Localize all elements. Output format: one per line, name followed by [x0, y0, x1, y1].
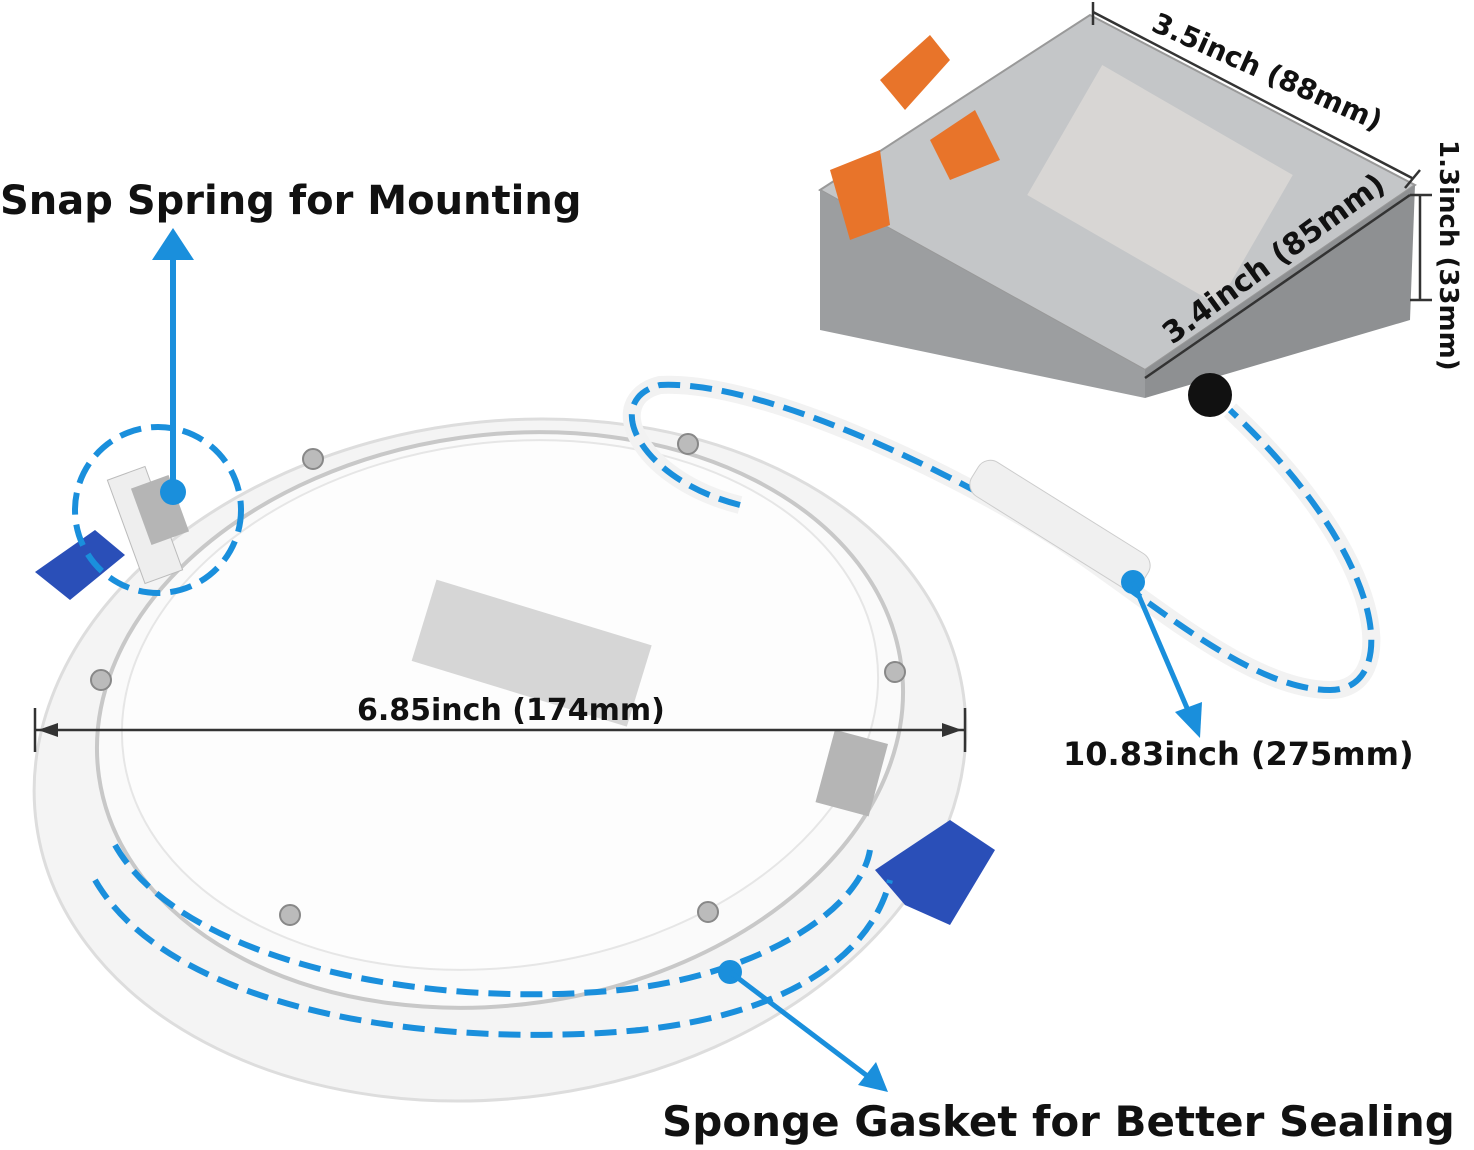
panel-diameter-label: 6.85inch (174mm) — [357, 693, 665, 728]
cable-arrow — [1130, 581, 1193, 716]
cable-length-label: 10.83inch (275mm) — [1063, 735, 1414, 773]
cable-connector — [969, 459, 1151, 591]
wire-nuts — [830, 35, 1000, 240]
right-clip — [815, 729, 995, 925]
panel-screws — [90, 433, 906, 926]
certification-label — [411, 579, 652, 727]
gasket-arrow — [728, 970, 872, 1080]
led-panel — [32, 417, 968, 1103]
snap-spring-label: Snap Spring for Mounting — [0, 178, 581, 224]
box-height-label: 1.3inch (33mm) — [1433, 140, 1463, 371]
sponge-gasket-label: Sponge Gasket for Better Sealing — [662, 1097, 1455, 1146]
spring-highlight-circle — [72, 424, 244, 596]
junction-box — [818, 13, 1417, 417]
dimension-lines — [33, 2, 1432, 752]
gasket-dashed-line — [112, 843, 873, 998]
gasket-dashed-line-outer — [92, 878, 893, 1038]
